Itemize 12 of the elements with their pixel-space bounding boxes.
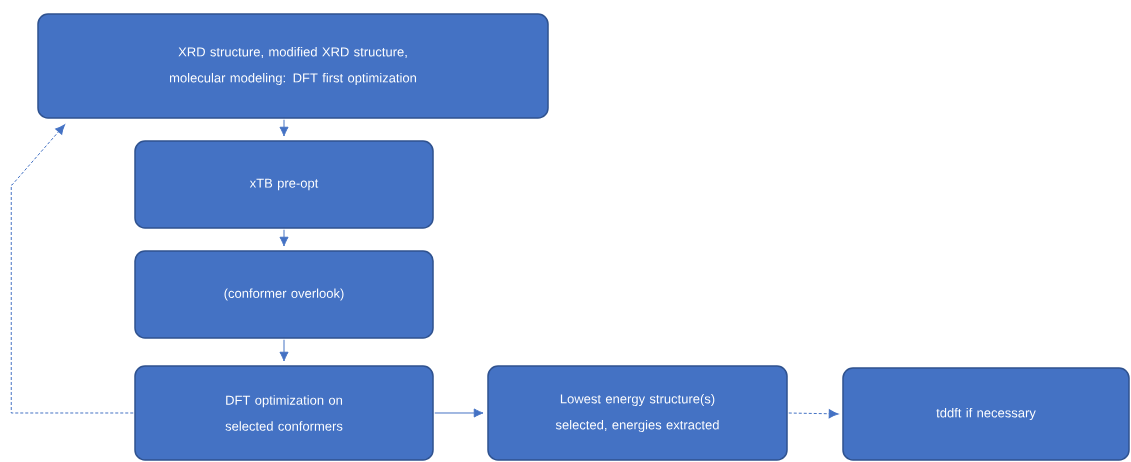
arrow bbox=[788, 409, 839, 419]
arrow bbox=[279, 339, 289, 362]
arrow bbox=[10, 124, 134, 414]
arrow bbox=[279, 119, 289, 137]
process-box: (conformer overlook) bbox=[134, 250, 434, 339]
process-box: xTB pre-opt bbox=[134, 140, 434, 229]
arrow bbox=[434, 408, 484, 418]
process-box: XRD structure, modified XRD structure, molecular modeling: DFT first optimization bbox=[37, 13, 549, 119]
process-box: DFT optimization on selected conformers bbox=[134, 365, 434, 461]
arrow bbox=[279, 229, 289, 247]
process-box: tddft if necessary bbox=[842, 367, 1130, 461]
process-box: Lowest energy structure(s) selected, energies extracted bbox=[487, 365, 788, 461]
